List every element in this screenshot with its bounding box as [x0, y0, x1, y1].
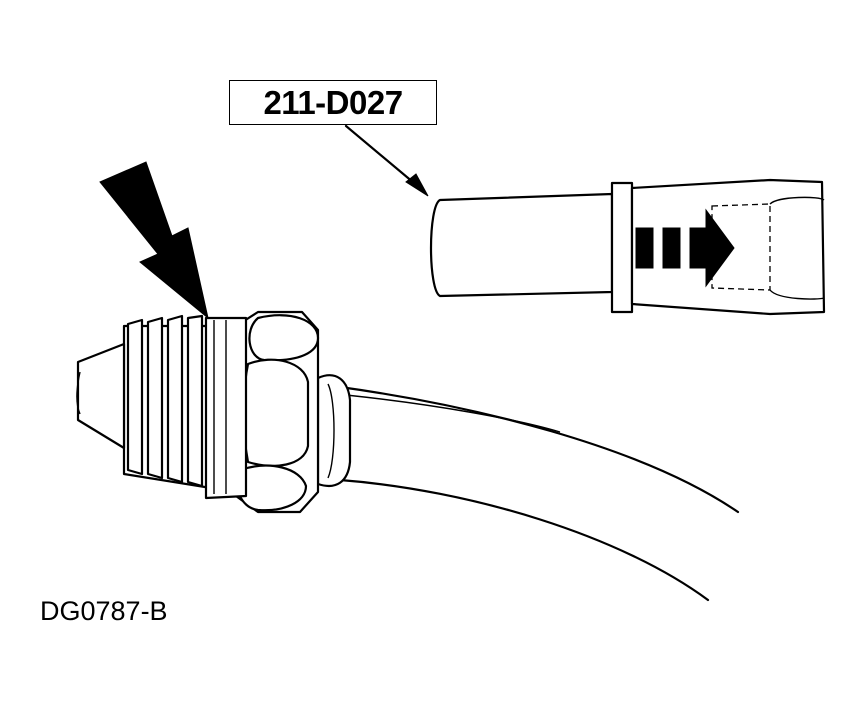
direction-arrow-right: [635, 208, 735, 288]
black-pointer-arrow: [99, 161, 209, 320]
fitting-tip: [76, 342, 126, 450]
hose: [338, 385, 740, 602]
hose-collar: [316, 374, 352, 488]
special-tool: [429, 178, 826, 316]
tool-number-text: 211-D027: [263, 83, 403, 121]
figure-id: DG0787-B: [40, 596, 168, 626]
hex-nut: [234, 310, 320, 514]
tool-number-label: 211-D027: [229, 80, 437, 125]
threaded-fitting: [122, 314, 248, 500]
label-leader: [344, 124, 429, 197]
